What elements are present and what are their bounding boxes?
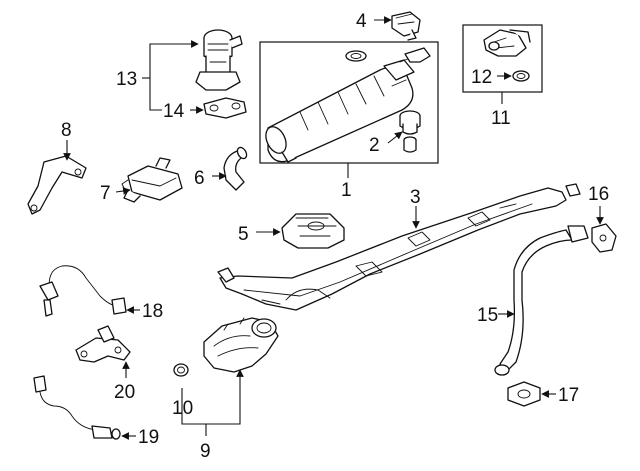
heat-shield-part-3[interactable] <box>217 183 581 311</box>
callout-17[interactable]: 17 <box>558 385 579 406</box>
ring-part-10[interactable] <box>173 363 189 377</box>
callout-16[interactable]: 16 <box>588 184 609 205</box>
callout-4[interactable]: 4 <box>356 11 367 32</box>
oxygen-sensor-part-18[interactable] <box>39 265 127 317</box>
solenoid-part-7[interactable] <box>121 157 183 203</box>
callout-labels: 1 2 3 4 5 6 7 8 9 10 11 12 13 14 15 16 1… <box>61 11 609 462</box>
callout-18[interactable]: 18 <box>142 301 163 322</box>
gasket-part-16[interactable] <box>591 223 617 253</box>
canister-body <box>265 57 415 163</box>
callout-14[interactable]: 14 <box>163 101 185 122</box>
callout-3[interactable]: 3 <box>410 187 421 208</box>
bracket-part-20[interactable] <box>75 325 131 363</box>
heat-shield-part-5[interactable] <box>281 213 345 249</box>
valve-part-13[interactable] <box>195 29 243 91</box>
callout-8[interactable]: 8 <box>61 120 72 141</box>
callout-6[interactable]: 6 <box>194 168 205 189</box>
callout-2[interactable]: 2 <box>369 135 380 156</box>
callout-5[interactable]: 5 <box>238 224 249 245</box>
callout-19[interactable]: 19 <box>138 427 159 448</box>
pipe-part-15[interactable] <box>494 225 589 376</box>
canister-assembly[interactable] <box>259 41 439 164</box>
callout-15[interactable]: 15 <box>477 305 498 326</box>
canister-seal <box>345 50 367 62</box>
oxygen-sensor-part-19[interactable] <box>33 375 121 440</box>
callout-9[interactable]: 9 <box>200 441 211 462</box>
callout-20[interactable]: 20 <box>114 382 135 403</box>
callout-1[interactable]: 1 <box>341 180 352 201</box>
sensor-part-4[interactable] <box>391 11 421 41</box>
grommet-part-2[interactable] <box>399 110 421 153</box>
callout-7[interactable]: 7 <box>100 183 111 204</box>
canister-bracket <box>404 47 431 63</box>
gasket-part-17[interactable] <box>507 381 541 407</box>
leader-lines <box>63 16 604 440</box>
bracket-part-8[interactable] <box>27 155 87 215</box>
callout-13[interactable]: 13 <box>116 69 137 90</box>
gasket-part-14[interactable] <box>203 97 247 119</box>
o-ring-part-12 <box>512 70 530 82</box>
canister-frame <box>259 41 439 164</box>
callout-11[interactable]: 11 <box>491 108 511 129</box>
converter-part-9[interactable] <box>203 317 279 373</box>
callout-12[interactable]: 12 <box>471 67 492 88</box>
callout-10[interactable]: 10 <box>172 398 193 419</box>
hose-part-6[interactable] <box>223 146 248 191</box>
